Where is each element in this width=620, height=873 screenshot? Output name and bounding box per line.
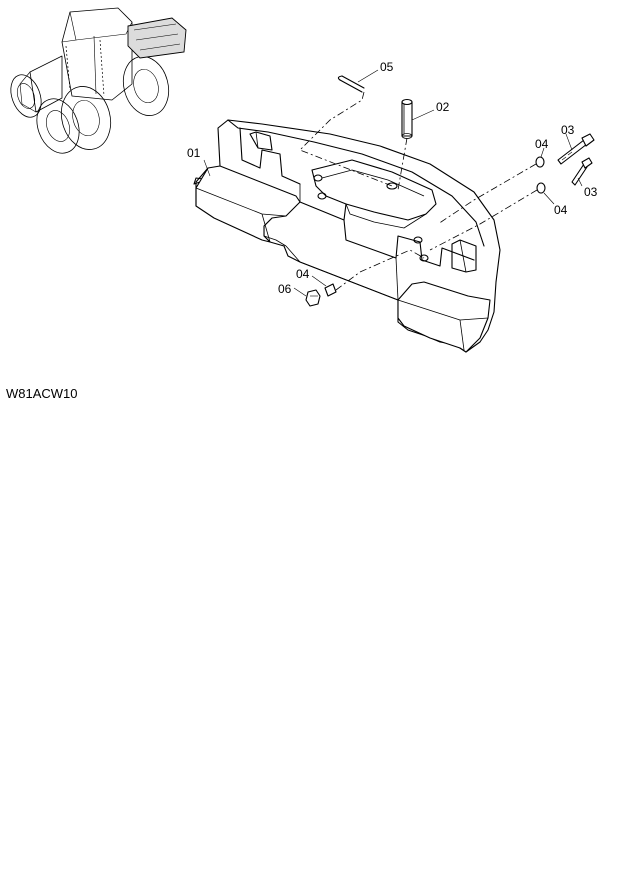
tractor-locator-thumbnail: [10, 7, 187, 154]
callout-04-right: 04: [554, 203, 568, 217]
callout-06: 06: [278, 282, 292, 296]
cotter-pin-05: [337, 75, 365, 93]
pin-02: [401, 98, 413, 139]
leader-lines: [203, 69, 583, 297]
washer-04-upper: [535, 156, 545, 168]
nut-06: [305, 289, 321, 307]
callout-04-bottom: 04: [296, 267, 310, 281]
callout-02: 02: [436, 100, 450, 114]
callout-03-upper: 03: [561, 123, 575, 137]
callout-04-upper: 04: [535, 137, 549, 151]
bolt-03-lower: [571, 157, 593, 186]
callout-01: 01: [187, 146, 201, 160]
callout-05: 05: [380, 60, 394, 74]
assembly-lines: [299, 91, 538, 291]
figure-code: W81ACW10: [6, 386, 78, 401]
washer-04-bottom: [324, 283, 337, 297]
callout-03-lower: 03: [584, 185, 598, 199]
bolt-03-upper: [557, 133, 595, 165]
washer-04-right: [536, 182, 546, 194]
counterweight-01: [193, 119, 501, 353]
